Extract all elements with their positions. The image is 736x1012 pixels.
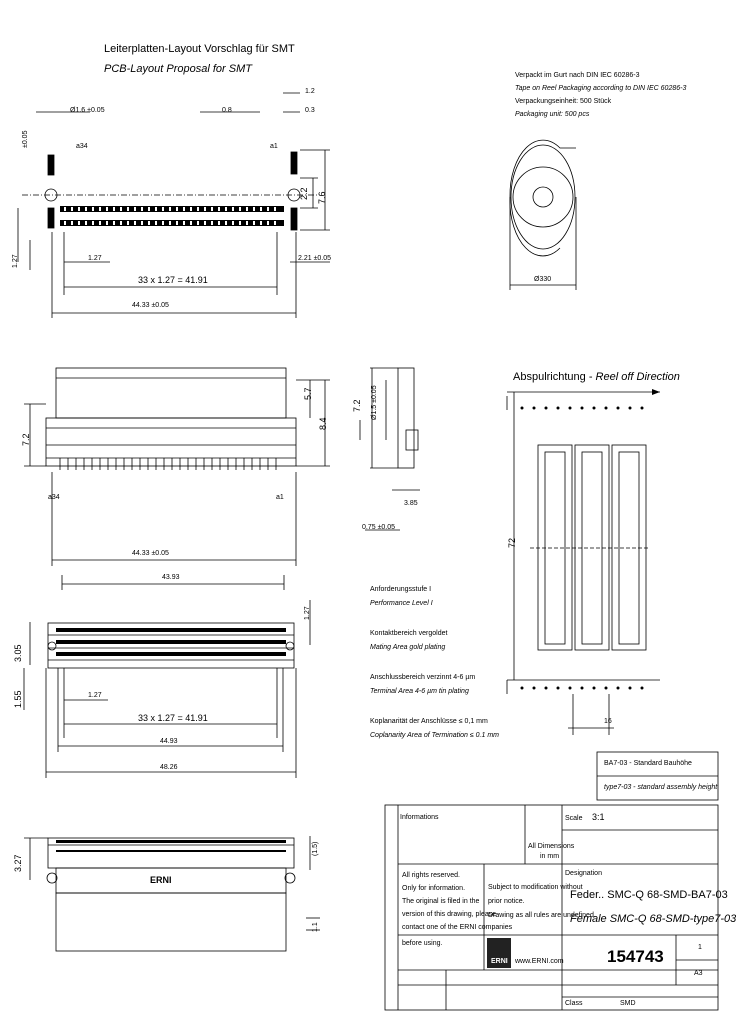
side-dim-0-75: 0.75 ±0.05 <box>362 524 396 531</box>
pin-a1: a1 <box>270 143 278 150</box>
dim-pad-width: 0.8 <box>222 107 232 114</box>
note-perf-en: Performance Level I <box>370 600 433 607</box>
tb-class-label: Class <box>565 1000 583 1007</box>
tb-class-value: SMD <box>620 1000 636 1007</box>
front-dim-8-4: 8.4 <box>318 417 328 430</box>
tb-title-de: Feder.. SMC-Q 68-SMD-BA7-03 <box>570 889 728 901</box>
tb-dimensions-unit: in mm <box>540 853 560 860</box>
note-contact-de: Kontaktbereich vergoldet <box>370 630 448 637</box>
height-line-en: type7-03 - standard assembly height <box>604 784 718 791</box>
bottom-marking: ERNI <box>150 875 172 885</box>
pack-line2: Tape on Reel Packaging according to DIN … <box>515 85 687 92</box>
top-dim-3-05: 3.05 <box>13 644 23 662</box>
tb-scale-label: Scale <box>565 815 583 822</box>
tb-web: www.ERNI.com <box>515 958 564 965</box>
dim-2-2: 2.2 <box>299 187 309 200</box>
note-term-en: Terminal Area 4-6 µm tin plating <box>370 688 469 695</box>
top-dim-1-55: 1.55 <box>13 690 23 708</box>
tb-rights-5: contact one of the ERNI companies <box>402 924 513 931</box>
tb-drawing-no: 154743 <box>607 947 664 966</box>
tb-designation-label: Designation <box>565 870 602 877</box>
front-dim-44-33: 44.33 ±0.05 <box>132 550 169 557</box>
front-label-a1: a1 <box>276 494 284 501</box>
bottom-dim-1-5: (1.5) <box>312 841 319 856</box>
dim-total: 44.33 ±0.05 <box>132 302 169 309</box>
tb-informations: Informations <box>400 814 439 821</box>
reel-dim-72: 72 <box>507 537 517 548</box>
dim-top-right-2: 0.3 <box>305 107 315 114</box>
pack-line1: Verpackt im Gurt nach DIN IEC 60286-3 <box>515 72 640 79</box>
tb-rights-6: before using. <box>402 940 443 947</box>
reel-direction-en: Reel off Direction <box>595 371 680 383</box>
tb-title-en: Female SMC-Q 68-SMD-type7-03 <box>570 913 736 925</box>
front-dim-43-93: 43.93 <box>162 574 180 581</box>
top-dim-1-27-top: 1.27 <box>304 606 311 620</box>
top-dim-pitch: 33 x 1.27 = 41.91 <box>138 713 208 723</box>
side-dim-7-2: 7.2 <box>352 399 362 412</box>
note-term-de: Anschlussbereich verzinnt 4-6 µm <box>370 674 476 681</box>
dim-7-6: 7.6 <box>317 191 327 204</box>
dim-1-27: 1.27 <box>88 255 102 262</box>
height-line-de: BA7-03 - Standard Bauhöhe <box>604 760 692 767</box>
note-contact-en: Mating Area gold plating <box>370 644 446 651</box>
note-perf-de: Anforderungsstufe I <box>370 586 432 593</box>
pin-a34: a34 <box>76 143 88 150</box>
pcb-title-de: Leiterplatten-Layout Vorschlag für SMT <box>104 43 295 55</box>
front-label-a34: a34 <box>48 494 60 501</box>
note-copl-de: Koplanarität der Anschlüsse ≤ 0,1 mm <box>370 718 488 725</box>
tb-format: A3 <box>694 970 703 977</box>
bottom-dim-3-27: 3.27 <box>13 854 23 872</box>
dim-pitch: 33 x 1.27 = 41.91 <box>138 275 208 285</box>
erni-logo: ERNI <box>491 958 508 965</box>
tb-subject-2: prior notice. <box>488 898 525 905</box>
front-dim-7-2: 7.2 <box>21 433 31 446</box>
drawing-lines <box>17 92 719 1011</box>
tb-subject-3: Drawing as all rules are undefined. <box>488 912 596 919</box>
tb-sheet: 1 <box>698 944 702 951</box>
dim-2-21: 2.21 ±0.05 <box>298 255 332 262</box>
tb-rights-1: All rights reserved. <box>402 872 460 879</box>
side-dim-3-85: 3.85 <box>404 500 418 507</box>
tb-rights-4: version of this drawing, please <box>402 911 497 918</box>
reel-direction-de: Abspulrichtung - <box>513 371 596 383</box>
pack-line3: Verpackungseinheit: 500 Stück <box>515 98 612 105</box>
tb-dimensions-label: All Dimensions <box>528 843 575 850</box>
tb-scale-value: 3:1 <box>592 812 605 822</box>
pack-line4: Packaging unit: 500 pcs <box>515 111 590 118</box>
front-dim-5-7: 5.7 <box>303 387 313 400</box>
reel-dim: Ø330 <box>534 276 552 283</box>
tb-rights-2: Only for information. <box>402 885 466 892</box>
top-dim-44-93: 44.93 <box>160 738 178 745</box>
pcb-title-en: PCB-Layout Proposal for SMT <box>104 63 252 75</box>
dim-tol-left: ±0.05 <box>22 130 29 148</box>
dim-1-27-side: 1.27 <box>12 254 19 268</box>
top-dim-48-26: 48.26 <box>160 764 178 771</box>
top-dim-1-27: 1.27 <box>88 692 102 699</box>
bottom-dim-1-1: 1.1 <box>312 922 319 932</box>
reel-dim-16: 16 <box>604 718 612 725</box>
reel-direction-title: Abspulrichtung - Reel off Direction <box>513 372 680 383</box>
dim-top-right-1: 1.2 <box>305 88 315 95</box>
side-dim-pin: Ø1.5 ±0.05 <box>371 385 378 420</box>
tb-rights-3: The original is filed in the <box>402 898 480 905</box>
note-copl-en: Coplanarity Area of Termination ≤ 0.1 mm <box>370 732 499 739</box>
dim-hole: Ø1.6 ±0.05 <box>70 107 105 114</box>
tb-subject-1: Subject to modification without <box>488 884 583 891</box>
